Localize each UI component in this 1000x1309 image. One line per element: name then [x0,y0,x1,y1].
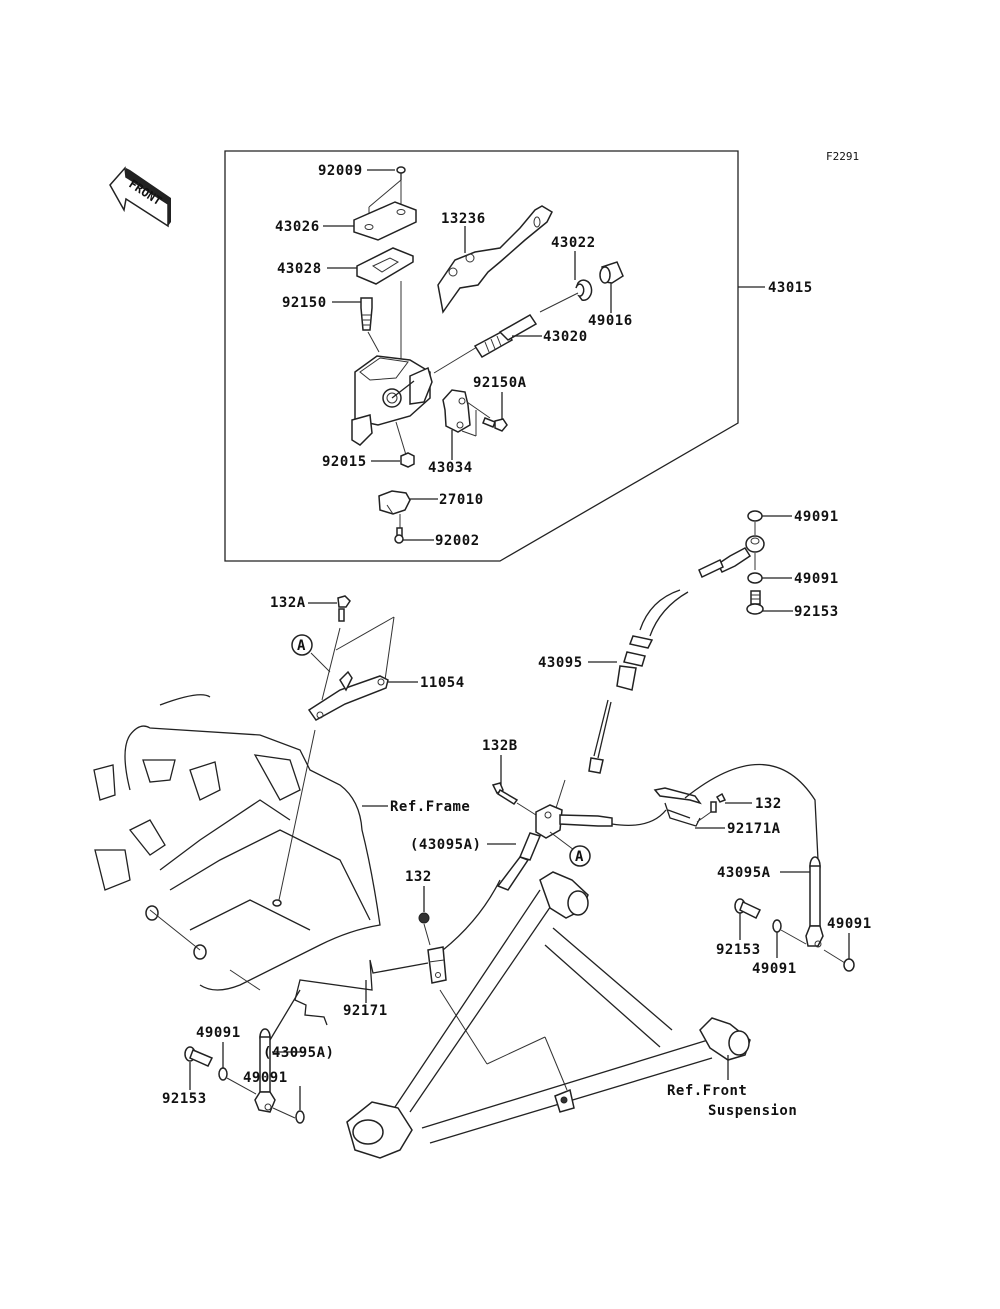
bolt-132-mid-icon [418,912,431,946]
label-11054: 11054 [420,675,465,691]
nut-92015-icon [400,452,415,468]
bolt-92150-icon [360,297,380,353]
label-27010: 27010 [439,492,484,508]
hose-43095A-right [805,856,824,948]
label-43022: 43022 [551,235,596,251]
washer-49091-left-2 [295,1110,305,1124]
label-49091-top-2: 49091 [794,571,839,587]
washer-49091-right-2 [772,919,782,933]
washer-49091-top-1 [747,510,763,522]
bolt-92150A-icon [482,417,508,432]
hose-43095A-left [254,1028,276,1113]
callout-A-top: A [291,634,313,656]
label-92150A: 92150A [473,375,527,391]
label-92171: 92171 [343,1003,388,1019]
banjo-bolt-92153-right [734,898,762,920]
label-132-mid: 132 [405,869,432,885]
label-43026: 43026 [275,219,320,235]
bolt-132-right-icon [710,792,727,813]
piston-43020 [433,292,579,374]
master-cylinder-body [351,355,433,446]
label-92153-right: 92153 [716,942,761,958]
label-92009: 92009 [318,163,363,179]
label-49016: 49016 [588,313,633,329]
label-13236: 13236 [441,211,486,227]
label-132-right: 132 [755,796,782,812]
callout-A-mid: A [569,845,591,867]
banjo-bolt-92153-left [184,1046,214,1067]
brake-hose-43095 [555,589,689,809]
washer-49091-right-1 [843,958,855,972]
label-ref-front-suspension: Suspension [708,1103,797,1119]
frame-reference [93,694,381,991]
label-132A: 132A [270,595,306,611]
brake-lever-13236 [437,205,553,314]
label-49091-left-2: 49091 [243,1070,288,1086]
callout-A-mid-label: A [575,849,584,865]
label-43034: 43034 [428,460,473,476]
label-92002: 92002 [435,533,480,549]
circlip-43022-icon [575,279,593,301]
screw-92002-icon [394,527,404,544]
label-92015: 92015 [322,454,367,470]
bracket-11054 [307,670,389,721]
label-92153-top: 92153 [794,604,839,620]
front-arrow-icon: FRONT [109,166,171,228]
assembly-box-outline [224,150,739,562]
a-arm-reference [346,871,751,1159]
label-92171A: 92171A [727,821,781,837]
label-43015: 43015 [768,280,813,296]
label-49091-left-1: 49091 [196,1025,241,1041]
callout-A-top-label: A [297,638,306,654]
label-49091-top-1: 49091 [794,509,839,525]
label-43095A-right: 43095A [717,865,771,881]
label-49091-right-2: 49091 [752,961,797,977]
label-ref-frame: Ref.Frame [390,799,470,815]
holder-43034 [442,389,491,437]
label-43095A-paren-mid: (43095A) [410,837,481,853]
label-43095: 43095 [538,655,583,671]
label-43095A-paren-low: (43095A) [263,1045,334,1061]
label-43020: 43020 [543,329,588,345]
clamp-92171 [427,946,447,984]
bolt-132B-icon [491,782,519,806]
figure-code: F2291 [826,150,859,163]
washer-49091-left-1 [218,1067,228,1081]
reservoir-cap-43026 [353,201,417,241]
label-49091-right-1: 49091 [827,916,872,932]
clamp-92171A [653,787,702,827]
label-92153-left: 92153 [162,1091,207,1107]
diaphragm-43028 [356,247,414,285]
banjo-fitting-top [698,535,765,579]
label-ref-front: Ref.Front [667,1083,747,1099]
brake-joint [496,804,613,891]
label-132B: 132B [482,738,518,754]
label-43028: 43028 [277,261,322,277]
banjo-bolt-92153-top [746,590,764,615]
brake-switch-27010 [378,490,411,515]
label-92150: 92150 [282,295,327,311]
bolt-132A-icon [337,595,351,622]
washer-49091-top-2 [747,572,763,584]
